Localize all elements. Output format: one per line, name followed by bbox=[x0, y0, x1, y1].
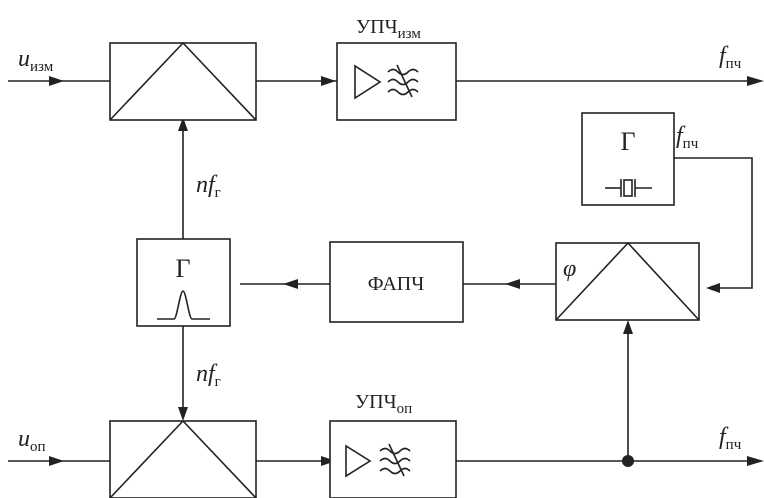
harmonic-generator: Г bbox=[136, 238, 231, 327]
ifa-ref-label: УПЧоп bbox=[355, 391, 412, 417]
ifa-ref-block bbox=[329, 420, 457, 498]
crystal-osc-label: Г bbox=[620, 127, 635, 156]
output-ref-label: fпч bbox=[719, 424, 742, 453]
harmonic-upper-label: nfг bbox=[196, 172, 221, 201]
arrow-mixer-top-in bbox=[178, 117, 188, 131]
arrow-input-ref bbox=[49, 456, 64, 466]
arrow-ifa-meas-in bbox=[321, 76, 336, 86]
ifa-meas-label: УПЧизм bbox=[356, 16, 421, 42]
pll-block: ФАПЧ bbox=[329, 241, 464, 323]
crystal-oscillator: Г bbox=[581, 112, 675, 206]
pulse-icon bbox=[157, 290, 210, 320]
arrow-phase-right-in bbox=[706, 283, 720, 293]
arrow-ifa-ref-in bbox=[321, 456, 336, 466]
output-meas-label: fпч bbox=[719, 43, 742, 72]
phase-detector: φ bbox=[555, 241, 700, 321]
pll-label: ФАПЧ bbox=[368, 273, 424, 295]
wire-crystal-to-phase bbox=[674, 157, 753, 289]
crystal-icon bbox=[605, 179, 652, 197]
arrow-mixer-bottom-in bbox=[178, 407, 188, 421]
arrow-phase-bottom-in bbox=[623, 320, 633, 334]
filter-icon bbox=[387, 64, 419, 98]
arrow-pll-in bbox=[505, 279, 520, 289]
arrow-gen-in bbox=[283, 279, 298, 289]
mixer-meas bbox=[109, 41, 257, 121]
ifa-meas-block bbox=[336, 42, 457, 121]
input-ref-label: uоп bbox=[18, 426, 46, 455]
input-meas-label: uизм bbox=[18, 46, 54, 75]
phase-detector-label: φ bbox=[563, 256, 576, 282]
arrow-input-meas bbox=[49, 76, 64, 86]
mixer-ref bbox=[109, 419, 257, 498]
arrow-output-ref bbox=[747, 456, 764, 466]
osc-output-label: fпч bbox=[676, 123, 699, 152]
harmonic-gen-label: Г bbox=[175, 254, 190, 283]
junction-dot bbox=[622, 455, 634, 467]
arrow-output-meas bbox=[747, 76, 764, 86]
harmonic-lower-label: nfг bbox=[196, 361, 221, 390]
filter-icon bbox=[379, 443, 411, 477]
